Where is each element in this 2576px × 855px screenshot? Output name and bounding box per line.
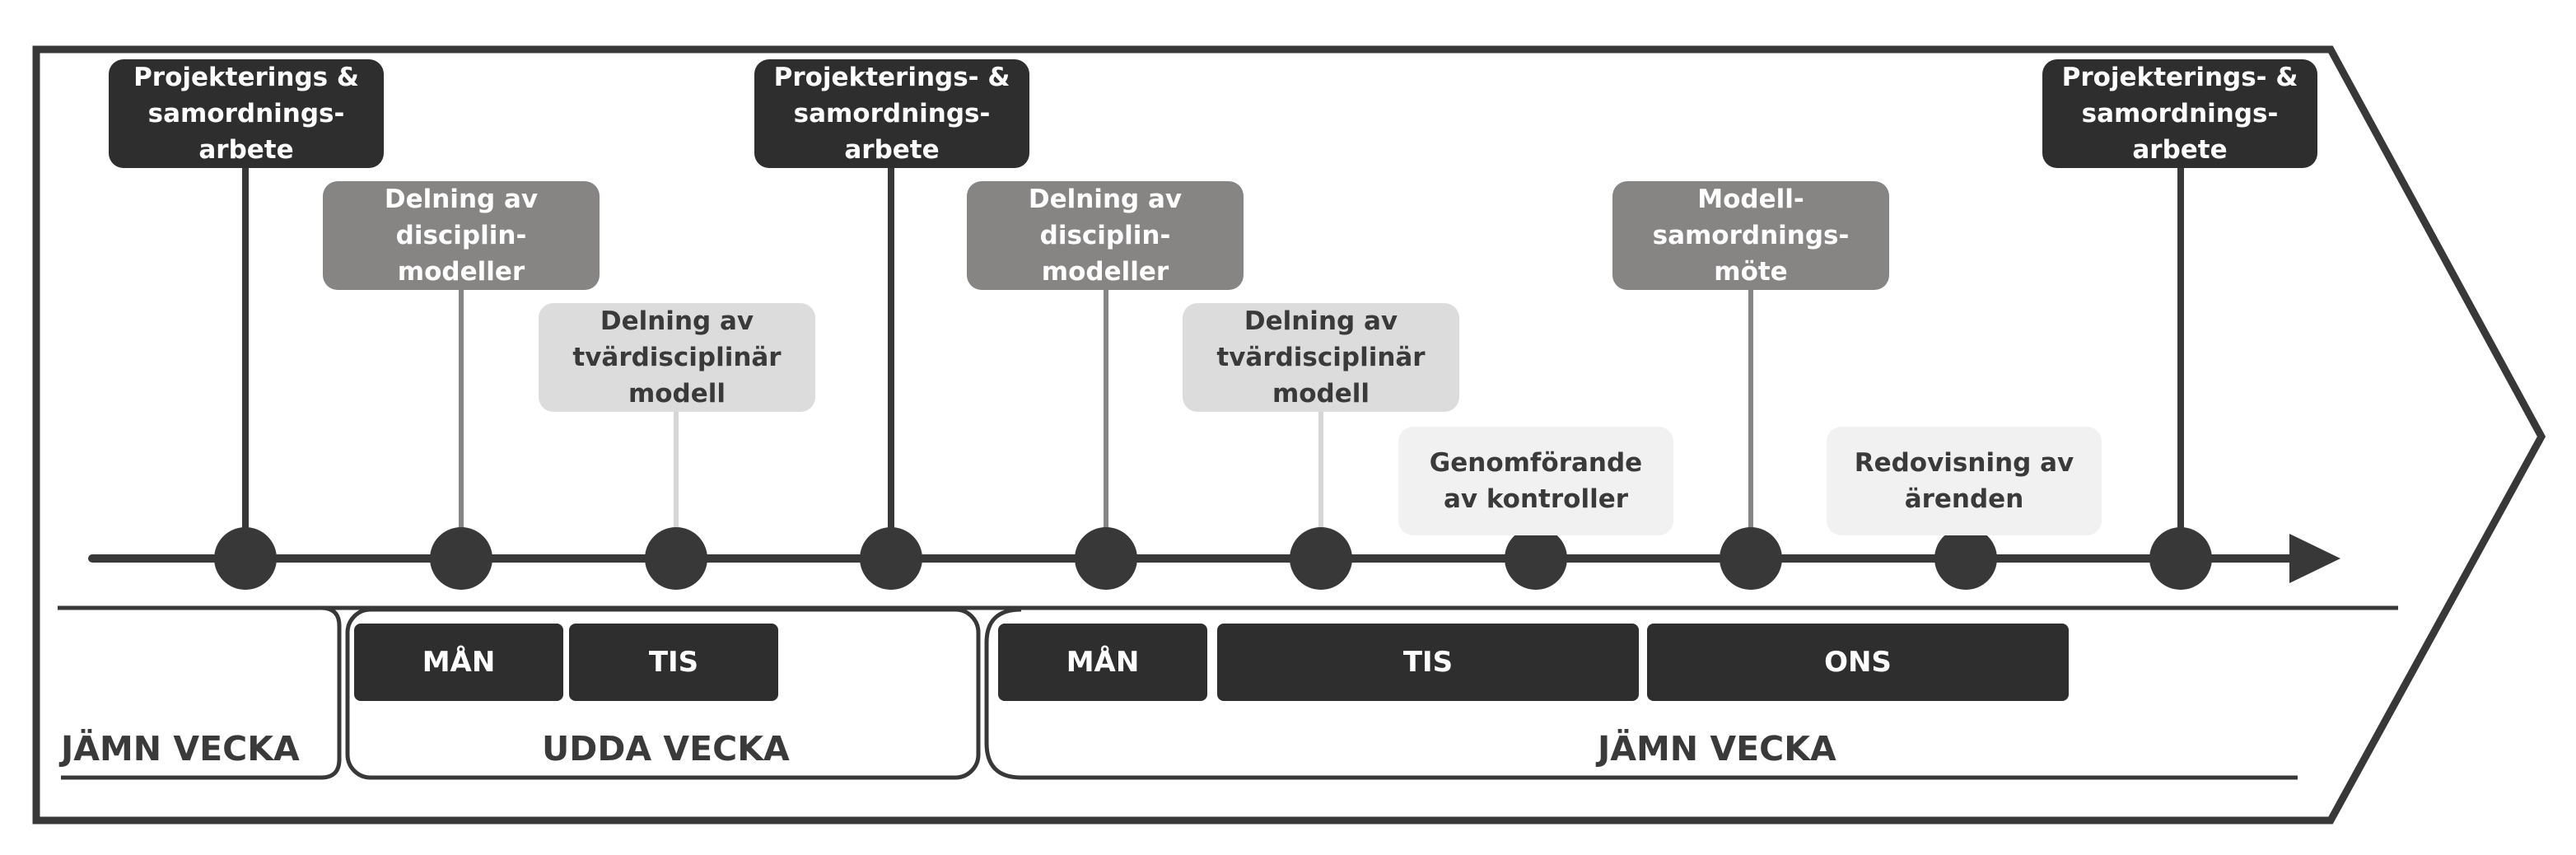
milestone-label-genomforande-av-kontroller: Genomförande av kontroller <box>1398 427 1673 535</box>
milestone-label-modell-samordnings-mote: Modell- samordnings- möte <box>1612 181 1889 290</box>
timeline-node <box>1075 527 1137 590</box>
timeline-node <box>645 527 707 590</box>
timeline-arrowhead <box>2289 534 2340 583</box>
milestone-label-delning-av-tvardisciplinar-modell: Delning av tvärdisciplinär modell <box>1183 303 1459 412</box>
day-badge-man: MÅN <box>998 624 1207 701</box>
timeline-node <box>430 527 492 590</box>
milestone-label-redovisning-av-arenden: Redovisning av ärenden <box>1827 427 2102 535</box>
bracket-jamn-vecka-2 <box>984 607 1022 780</box>
day-badge-man: MÅN <box>354 624 563 701</box>
day-badge-ons: ONS <box>1647 624 2069 701</box>
timeline-node <box>1505 527 1567 590</box>
milestone-label-projekterings-samordnings-arbete: Projekterings- & samordnings- arbete <box>2042 59 2317 168</box>
day-badge-tis: TIS <box>569 624 778 701</box>
milestone-label-projekterings-samordnings-arbete: Projekterings & samordnings- arbete <box>109 59 384 168</box>
timeline-node <box>1720 527 1782 590</box>
day-badge-tis: TIS <box>1217 624 1639 701</box>
bracket-udda-vecka <box>345 607 981 780</box>
arrow-frame <box>32 45 2546 825</box>
week-label-jamn-vecka: JÄMN VECKA <box>1598 729 1836 769</box>
milestone-label-delning-av-disciplin-modeller: Delning av disciplin- modeller <box>323 181 600 290</box>
milestone-label-delning-av-disciplin-modeller: Delning av disciplin- modeller <box>967 181 1244 290</box>
week-label-jamn-vecka: JÄMN VECKA <box>61 729 300 769</box>
timeline-node <box>2149 527 2212 590</box>
week-label-udda-vecka: UDDA VECKA <box>542 729 790 769</box>
timeline-node <box>214 527 277 590</box>
timeline-node <box>1290 527 1352 590</box>
milestone-label-projekterings-samordnings-arbete: Projekterings- & samordnings- arbete <box>754 59 1029 168</box>
timeline-node <box>1934 527 1997 590</box>
bracket-jamn-vecka-1 <box>61 605 342 780</box>
timeline-node <box>860 527 922 590</box>
milestone-label-delning-av-tvardisciplinar-modell: Delning av tvärdisciplinär modell <box>539 303 815 412</box>
